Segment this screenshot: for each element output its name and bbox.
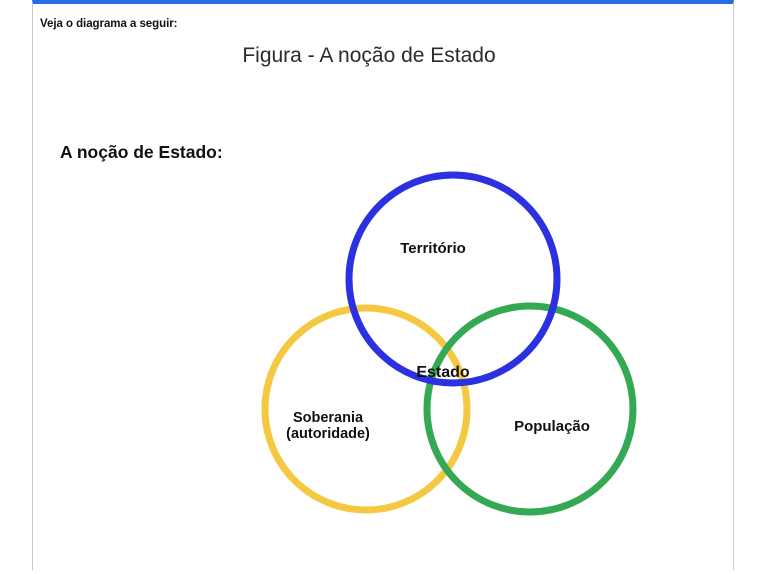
figure-title: Figura - A noção de Estado [242,44,496,67]
venn-label-soberania-line2: (autoridade) [286,426,370,443]
venn-diagram-svg [261,171,637,516]
venn-label-soberania-line1: Soberania [292,410,364,426]
venn-label-estado: Estado [416,364,470,381]
venn-circle-territorio [345,171,561,387]
venn-label-territorio: Território [400,240,466,257]
intro-text: Veja o diagrama a seguir: [40,18,178,30]
venn-circle-soberania [261,304,471,514]
section-heading: A noção de Estado: [60,142,223,162]
content-panel: Veja o diagrama a seguir: Figura - A noç… [32,0,734,570]
venn-label-populacao: População [514,418,590,435]
venn-circle-populacao [423,302,637,516]
venn-diagram: Território Estado Soberania(autoridade) … [33,4,735,574]
venn-label-soberania: Soberania(autoridade) [248,410,408,442]
